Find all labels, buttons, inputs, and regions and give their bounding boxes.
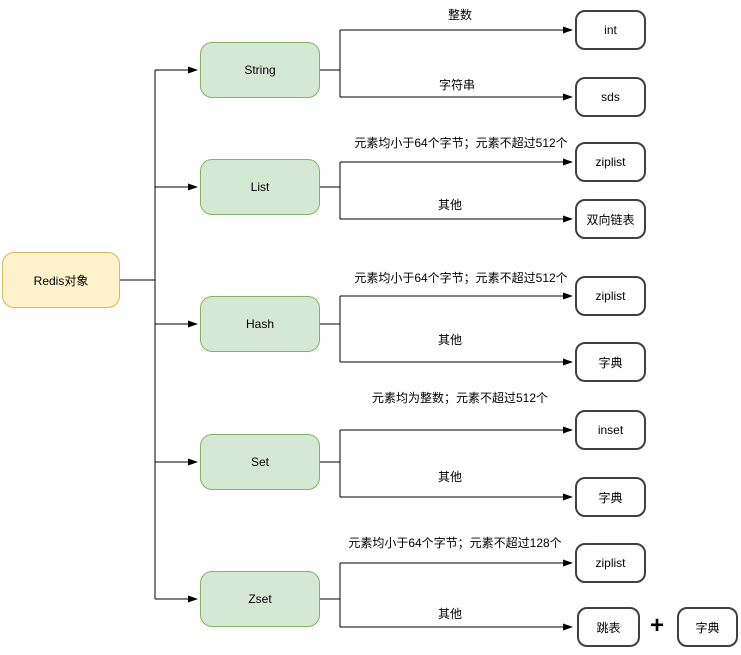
leaf-node-linkedlist: 双向链表 bbox=[575, 199, 646, 239]
edge-label-string-int: 整数 bbox=[445, 8, 475, 22]
type-node-set: Set bbox=[200, 434, 320, 490]
edge-label-list-other: 其他 bbox=[435, 198, 465, 212]
edge-label-list-ziplist: 元素均小于64个字节；元素不超过512个 bbox=[352, 136, 570, 150]
edge-label-set-other: 其他 bbox=[435, 470, 465, 484]
type-node-string: String bbox=[200, 42, 320, 98]
leaf-node-ziplist-list: ziplist bbox=[575, 142, 646, 182]
leaf-node-skiplist: 跳表 bbox=[577, 607, 640, 647]
plus-operator: + bbox=[649, 612, 665, 639]
edge-label-zset-other: 其他 bbox=[435, 607, 465, 621]
type-node-list: List bbox=[200, 159, 320, 215]
leaf-node-dict-zset: 字典 bbox=[677, 607, 738, 647]
edge-hash-stub bbox=[320, 296, 341, 362]
edge-string-stub bbox=[320, 30, 341, 97]
leaf-node-sds: sds bbox=[575, 77, 646, 117]
type-node-zset: Zset bbox=[200, 571, 320, 627]
edge-label-set-inset: 元素均为整数；元素不超过512个 bbox=[369, 391, 551, 405]
edge-label-string-sds: 字符串 bbox=[436, 78, 478, 92]
leaf-node-dict-set: 字典 bbox=[575, 477, 646, 517]
edge-label-hash-other: 其他 bbox=[435, 333, 465, 347]
leaf-node-ziplist-zset: ziplist bbox=[575, 543, 646, 583]
edge-label-hash-ziplist: 元素均小于64个字节；元素不超过512个 bbox=[352, 271, 570, 285]
leaf-node-ziplist-hash: ziplist bbox=[575, 276, 646, 316]
edge-label-zset-ziplist: 元素均小于64个字节；元素不超过128个 bbox=[346, 536, 564, 550]
edge-set-stub bbox=[320, 430, 341, 497]
edge-zset-stub bbox=[320, 563, 341, 627]
edge-list-stub bbox=[320, 162, 341, 219]
type-node-hash: Hash bbox=[200, 296, 320, 352]
root-node: Redis对象 bbox=[2, 252, 120, 308]
leaf-node-dict-hash: 字典 bbox=[575, 342, 646, 382]
leaf-node-inset: inset bbox=[575, 410, 646, 450]
leaf-node-int: int bbox=[575, 10, 646, 50]
